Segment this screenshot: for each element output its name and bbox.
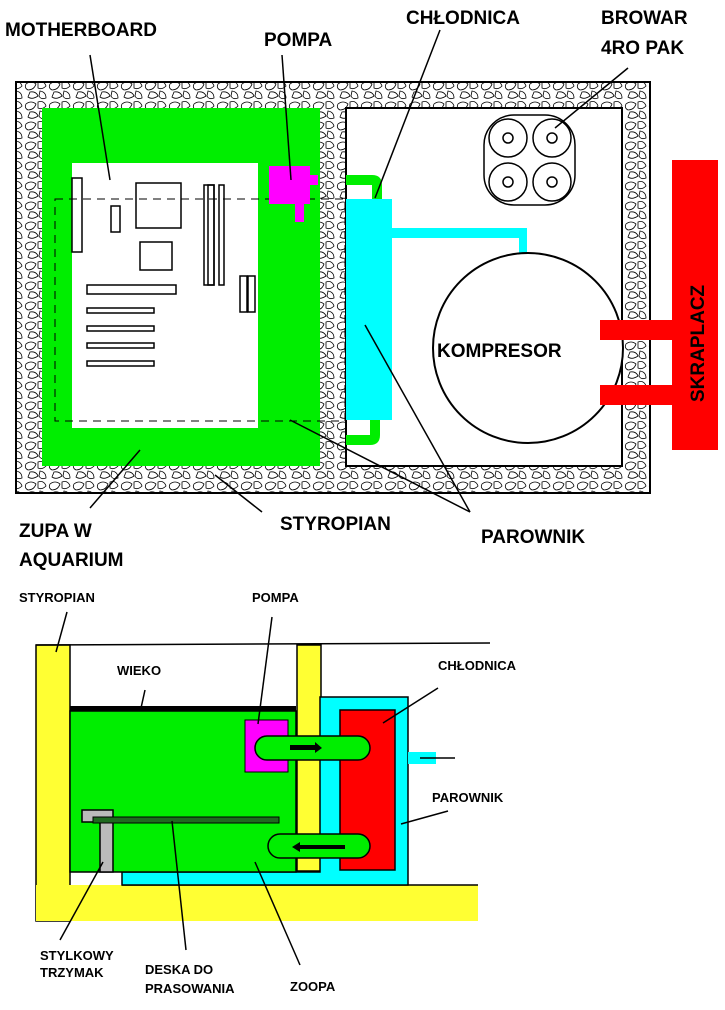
motherboard xyxy=(72,163,258,428)
label-kompresor: KOMPRESOR xyxy=(437,341,562,362)
leader-lines-top xyxy=(89,29,629,513)
label-prasowania: PRASOWANIA xyxy=(145,981,235,996)
styrofoam-left-wall xyxy=(35,644,71,922)
condenser xyxy=(672,160,718,450)
label-deska-do: DESKA DO xyxy=(145,962,213,977)
pipe-top xyxy=(346,175,382,200)
pipe-bottom xyxy=(346,420,380,445)
label-zoopa: ZOOPA xyxy=(290,979,336,994)
label-browar: BROWAR xyxy=(601,8,688,29)
beer-cans xyxy=(488,118,572,202)
label-aquarium: AQUARIUM xyxy=(19,550,124,571)
label-pompa: POMPA xyxy=(264,30,333,51)
label-parownik-side: PAROWNIK xyxy=(432,790,504,805)
label-stylkowy: STYLKOWY xyxy=(40,948,114,963)
label-skraplacz: SKRAPLACZ xyxy=(688,284,709,402)
leader-lines-side xyxy=(55,611,449,966)
label-motherboard: MOTHERBOARD xyxy=(5,20,157,41)
label-styropian-side: STYROPIAN xyxy=(19,590,95,605)
flow-arrow-right xyxy=(290,742,322,753)
lid xyxy=(70,706,296,711)
evaporator xyxy=(346,199,392,420)
label-4ro-pak: 4RO PAK xyxy=(601,38,684,59)
evaporator-outline-dashed xyxy=(54,198,346,422)
ironing-board xyxy=(92,816,280,824)
motherboard-components xyxy=(71,177,256,367)
label-zupa: ZUPA W xyxy=(19,521,92,542)
label-parownik: PAROWNIK xyxy=(481,527,585,548)
flow-arrow-left xyxy=(292,842,345,852)
label-pompa-side: POMPA xyxy=(252,590,299,605)
side-view: STYROPIAN POMPA WIEKO CHŁODNICA PAROWNIK… xyxy=(19,590,517,996)
label-wieko: WIEKO xyxy=(117,663,161,678)
label-trzymak: TRZYMAK xyxy=(40,965,104,980)
label-chlodnica-side: CHŁODNICA xyxy=(438,658,517,673)
label-chlodnica: CHŁODNICA xyxy=(406,8,520,29)
top-view: MOTHERBOARD POMPA CHŁODNICA BROWAR 4RO P… xyxy=(5,8,718,571)
condenser-pipe-upper xyxy=(600,320,672,340)
refrigerant-tube xyxy=(392,228,527,255)
pump xyxy=(269,166,318,222)
condenser-pipe-lower xyxy=(600,385,672,405)
label-styropian: STYROPIAN xyxy=(280,514,391,535)
stylkowy-holder xyxy=(81,809,114,873)
styrofoam-floor xyxy=(36,885,478,921)
compressor xyxy=(432,252,624,444)
